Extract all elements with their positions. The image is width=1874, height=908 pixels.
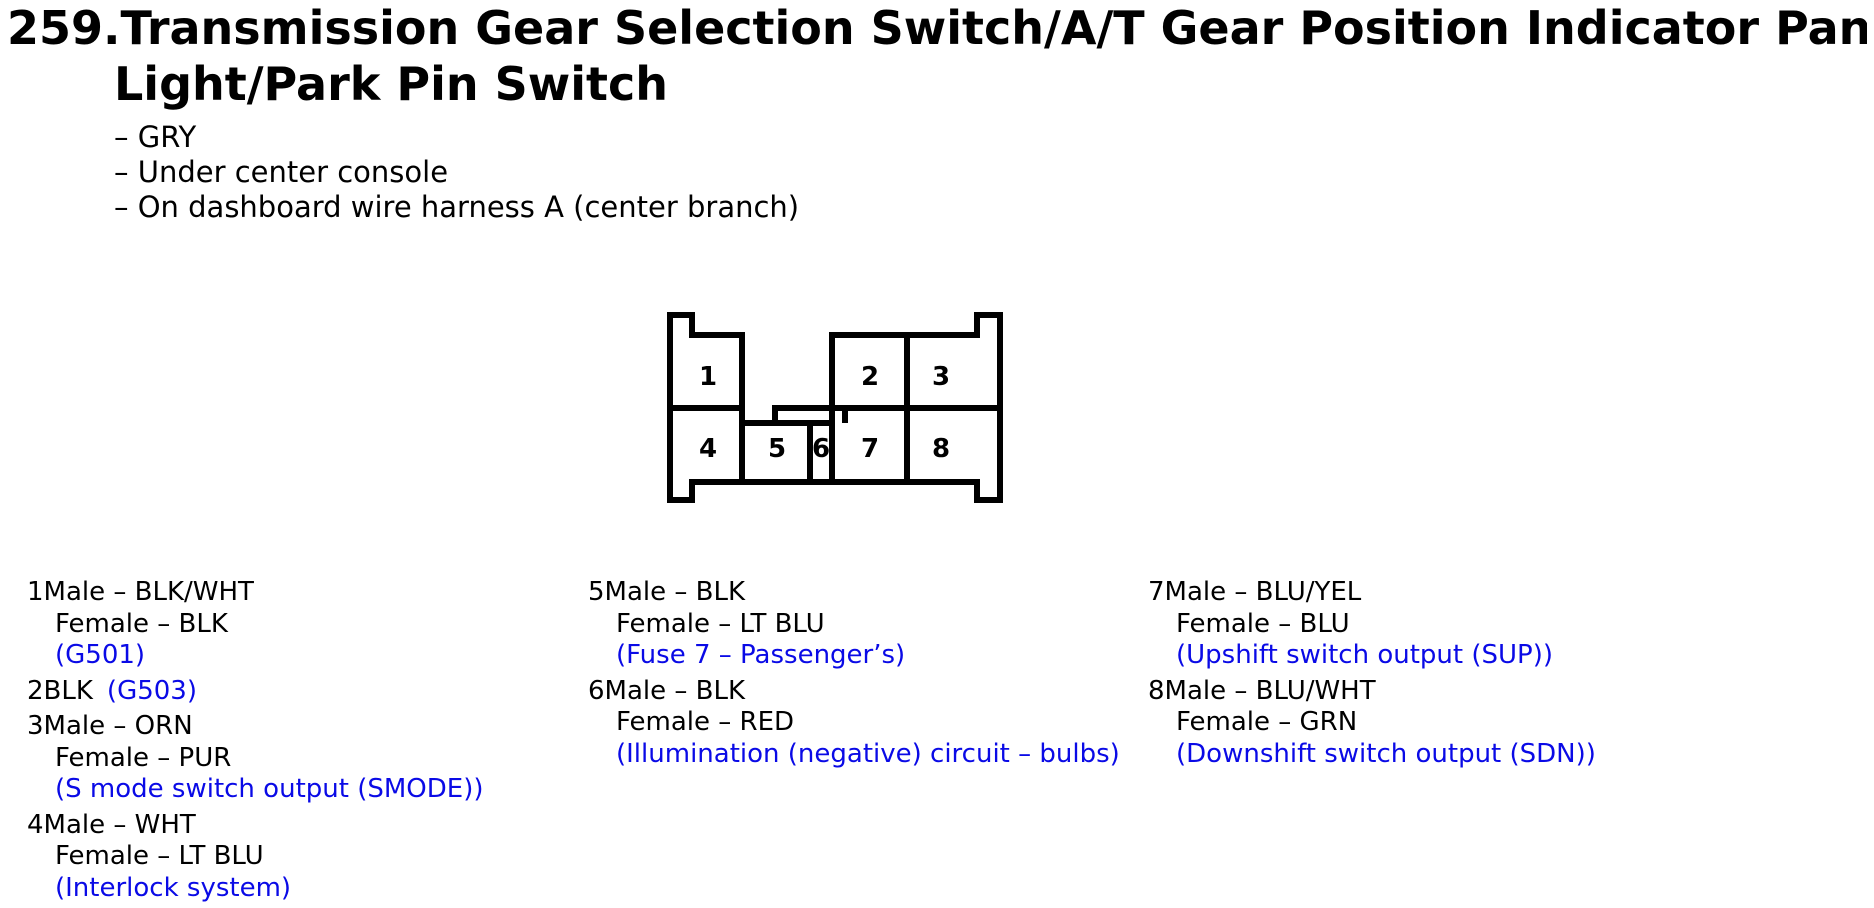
pin-circuit: (S mode switch output (SMODE)) xyxy=(55,774,484,804)
page-title: 259.Transmission Gear Selection Switch/A… xyxy=(7,0,1867,112)
pin-circuit: (Illumination (negative) circuit – bulbs… xyxy=(616,738,1120,769)
pin-label-1: 1 xyxy=(699,362,717,392)
pin-circuit: (Interlock system) xyxy=(55,872,292,903)
pin-male-wire: Male – BLU/YEL xyxy=(1164,577,1362,607)
connector-notes: – GRY – Under center console – On dashbo… xyxy=(114,120,799,225)
pin-circuit: (G503) xyxy=(106,675,197,706)
pin-number: 7 xyxy=(1148,577,1165,607)
pin-number: 1 xyxy=(27,577,44,607)
pin-label-2: 2 xyxy=(861,362,879,392)
title-text-1: Transmission Gear Selection Switch/A/T G… xyxy=(120,1,1868,55)
note-harness: – On dashboard wire harness A (center br… xyxy=(114,190,800,224)
note-location: – Under center console xyxy=(114,155,449,189)
pin-label-8: 8 xyxy=(932,434,950,464)
pin-male-wire: Male – WHT xyxy=(43,809,196,840)
pin-label-5: 5 xyxy=(768,434,786,464)
pin-column-2: 5Male – BLK Female – LT BLU (Fuse 7 – Pa… xyxy=(588,577,1120,774)
connector-diagram: 1 2 3 4 5 6 7 8 xyxy=(655,300,1035,519)
pin-female-wire: Female – GRN xyxy=(1176,707,1358,737)
pin-number: 3 xyxy=(27,711,44,741)
pin-entry-3: 3Male – ORN Female – PUR (S mode switch … xyxy=(27,711,483,806)
pin-number: 5 xyxy=(588,577,605,607)
pin-entry-4: 4Male – WHT Female – LT BLU (Interlock s… xyxy=(27,810,483,905)
pin-column-3: 7Male – BLU/YEL Female – BLU (Upshift sw… xyxy=(1148,577,1596,774)
pin-male-wire: Male – BLK xyxy=(604,675,746,706)
pin-circuit: (Downshift switch output (SDN)) xyxy=(1176,738,1596,769)
pin-entry-7: 7Male – BLU/YEL Female – BLU (Upshift sw… xyxy=(1148,577,1596,672)
pin-number: 8 xyxy=(1148,675,1165,706)
connector-latch xyxy=(772,405,848,423)
pin-female-wire: Female – RED xyxy=(616,707,795,737)
pin-number: 4 xyxy=(27,809,44,840)
pin-label-3: 3 xyxy=(932,362,950,392)
pin-entry-6: 6Male – BLK Female – RED (Illumination (… xyxy=(588,676,1120,771)
pin-female-wire: Female – BLU xyxy=(1176,608,1350,639)
pin-entry-5: 5Male – BLK Female – LT BLU (Fuse 7 – Pa… xyxy=(588,577,1120,672)
pin-entry-2: 2BLK (G503) xyxy=(27,676,483,708)
pin-female-wire: Female – PUR xyxy=(55,742,232,773)
pin-male-wire: Male – BLU/WHT xyxy=(1164,675,1376,706)
pin-number: 6 xyxy=(588,675,605,706)
title-number: 259. xyxy=(7,1,121,55)
pin-number: 2 xyxy=(27,675,44,706)
title-line-1: 259.Transmission Gear Selection Switch/A… xyxy=(7,0,1867,56)
pin-female-wire: Female – LT BLU xyxy=(616,608,825,639)
pin-male-wire: Male – ORN xyxy=(43,711,193,741)
pin-circuit: (G501) xyxy=(55,640,146,670)
title-line-2: Light/Park Pin Switch xyxy=(114,57,668,111)
pin-wire: BLK xyxy=(43,675,93,706)
pin-entry-8: 8Male – BLU/WHT Female – GRN (Downshift … xyxy=(1148,676,1596,771)
pin-label-4: 4 xyxy=(699,434,717,464)
pin-female-wire: Female – BLK xyxy=(55,608,228,639)
pin-label-7: 7 xyxy=(861,434,879,464)
pin-circuit: (Upshift switch output (SUP)) xyxy=(1176,640,1554,670)
note-color: – GRY xyxy=(114,120,197,154)
pin-label-6: 6 xyxy=(812,434,830,464)
pin-circuit: (Fuse 7 – Passenger’s) xyxy=(616,640,906,670)
pin-column-1: 1Male – BLK/WHT Female – BLK (G501) 2BLK… xyxy=(27,577,483,908)
pin-male-wire: Male – BLK xyxy=(604,577,746,607)
pin-entry-1: 1Male – BLK/WHT Female – BLK (G501) xyxy=(27,577,483,672)
pin-female-wire: Female – LT BLU xyxy=(55,841,264,871)
connector-face-svg: 1 2 3 4 5 6 7 8 xyxy=(667,312,1003,503)
pin-male-wire: Male – BLK/WHT xyxy=(43,577,254,607)
connector-outline xyxy=(667,312,1003,503)
